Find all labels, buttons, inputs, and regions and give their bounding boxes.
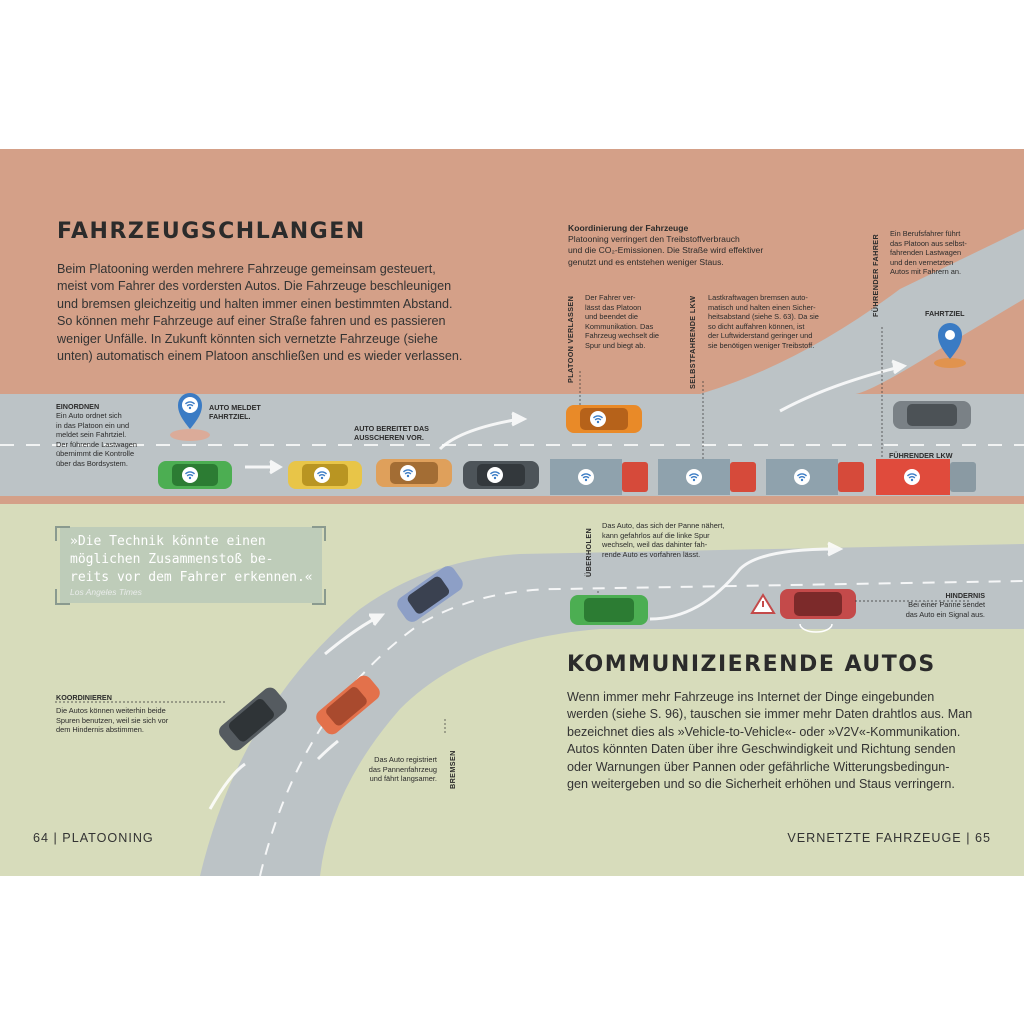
car-lower-green xyxy=(570,595,648,625)
curved-road xyxy=(200,544,1024,876)
location-pin-icon xyxy=(170,393,210,441)
koordinieren-block: KOORDINIEREN Die Autos können weiterhin … xyxy=(56,693,169,735)
fahrtziel-label: FAHRTZIEL xyxy=(925,309,965,318)
page-title-right: KOMMUNIZIERENDE AUTOS xyxy=(567,652,936,677)
wifi-icon xyxy=(589,410,607,428)
arrow-icon xyxy=(208,359,908,810)
wifi-icon xyxy=(313,466,331,484)
car-lower-blue xyxy=(397,566,463,622)
platoon-verlassen-label: PLATOON VERLASSEN xyxy=(566,295,575,383)
selbstfahrende-label: SELBSTFAHRENDE LKW xyxy=(688,295,697,389)
book-spread: FAHRZEUGSCHLANGEN Beim Platooning werden… xyxy=(0,149,1024,876)
wifi-icon xyxy=(577,468,595,486)
truck-1 xyxy=(550,459,648,495)
ueberholen-text: Das Auto, das sich der Panne nähert,kann… xyxy=(602,521,725,559)
fuehrender-fahrer-label: FÜHRENDER FAHRER xyxy=(871,233,880,317)
ueberholen-label: ÜBERHOLEN xyxy=(584,527,593,577)
car-orange xyxy=(376,459,452,487)
illustration xyxy=(0,149,1024,876)
location-pin-icon xyxy=(934,323,966,368)
car-leaving xyxy=(566,405,642,433)
car-lower-dark xyxy=(219,687,287,751)
folio-right: VERNETZTE FAHRZEUGE | 65 xyxy=(787,831,991,845)
car-dark xyxy=(463,461,539,489)
wifi-icon xyxy=(685,468,703,486)
truck-lead xyxy=(876,459,976,495)
fuehrender-lkw-label: FÜHRENDER LKW xyxy=(889,451,953,460)
warning-triangle-icon xyxy=(750,593,776,614)
intro-paragraph: Beim Platooning werden mehrere Fahrzeuge… xyxy=(57,262,463,364)
wifi-icon xyxy=(399,464,417,482)
folio-left: 64 | PLATOONING xyxy=(33,831,154,845)
car-breakdown xyxy=(780,589,856,633)
koordinierung-block: Koordinierung der Fahrzeuge Platooning v… xyxy=(568,223,764,267)
car-lead-driver xyxy=(893,401,971,429)
quote-block: »Die Technik könnte einen möglichen Zusa… xyxy=(70,534,313,597)
v2v-paragraph: Wenn immer mehr Fahrzeuge ins Internet d… xyxy=(567,690,973,792)
wifi-icon xyxy=(486,466,504,484)
car-lower-orange xyxy=(316,675,380,735)
truck-3 xyxy=(766,459,864,495)
car-yellow xyxy=(288,461,362,489)
wifi-icon xyxy=(181,466,199,484)
selbstfahrende-text: Lastkraftwagen bremsen auto-matisch und … xyxy=(708,293,819,350)
platoon-road xyxy=(0,229,1024,496)
bremsen-label: BREMSEN xyxy=(448,750,457,789)
truck-2 xyxy=(658,459,756,495)
wifi-icon xyxy=(793,468,811,486)
car-joining xyxy=(158,461,232,489)
page-title-left: FAHRZEUGSCHLANGEN xyxy=(57,219,366,244)
wifi-icon xyxy=(903,468,921,486)
